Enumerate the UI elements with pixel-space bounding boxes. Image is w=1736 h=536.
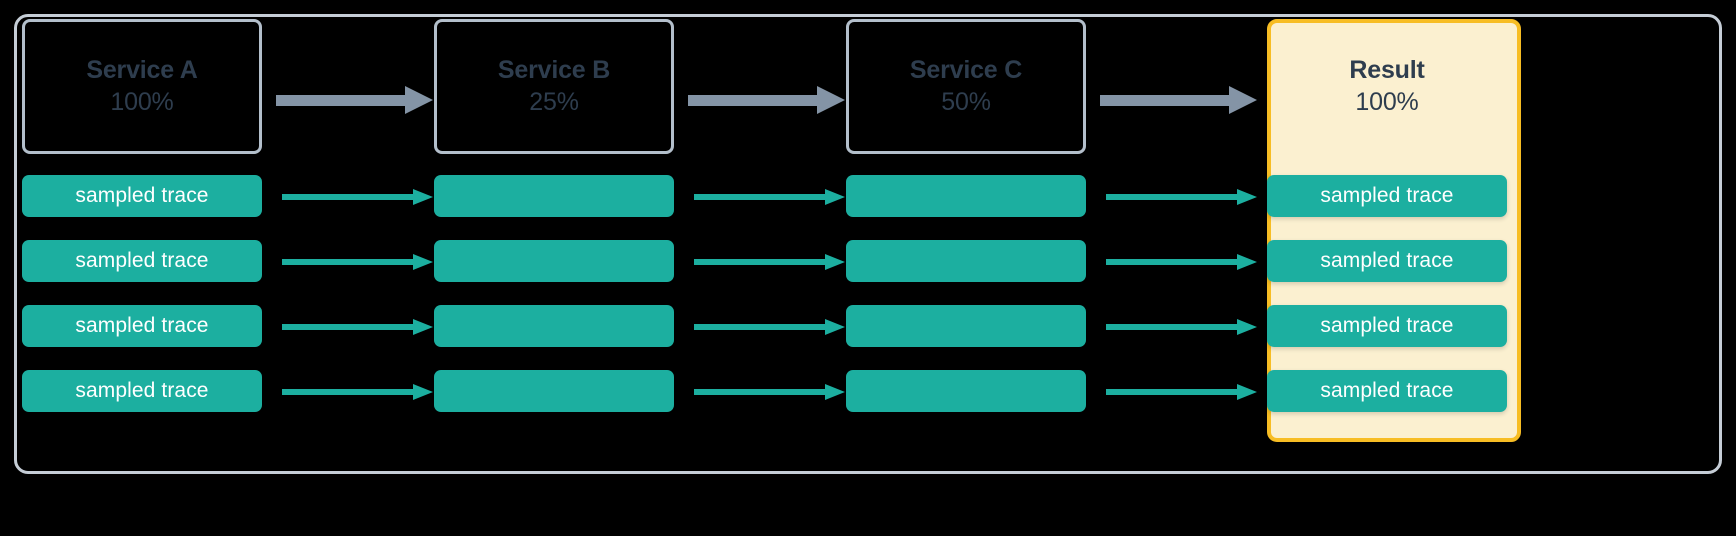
arrow-head bbox=[817, 86, 845, 114]
arrow-head bbox=[413, 189, 433, 205]
arrow-shaft bbox=[282, 259, 416, 265]
trace-row: sampled trace sampled trace bbox=[0, 175, 1736, 217]
service-percent-label: 50% bbox=[941, 87, 991, 116]
arrow-right-icon-trace bbox=[282, 319, 442, 335]
arrow-shaft bbox=[694, 194, 828, 200]
arrow-right-icon-service-c-to-result bbox=[1100, 86, 1260, 114]
trace-bar-label: sampled trace bbox=[1320, 314, 1454, 337]
arrow-shaft bbox=[1106, 259, 1240, 265]
arrow-right-icon-service-a-to-service-b bbox=[276, 86, 436, 114]
trace-bar-label: sampled trace bbox=[75, 249, 209, 272]
arrow-head bbox=[1237, 189, 1257, 205]
arrow-head bbox=[1229, 86, 1257, 114]
arrow-right-icon-trace bbox=[282, 384, 442, 400]
arrow-shaft bbox=[694, 259, 828, 265]
arrow-head bbox=[413, 384, 433, 400]
trace-bar-label: sampled trace bbox=[75, 184, 209, 207]
arrow-right-icon-trace bbox=[1106, 384, 1266, 400]
trace-row: sampled trace sampled trace bbox=[0, 370, 1736, 412]
trace-bar-service-b[interactable] bbox=[434, 240, 674, 282]
arrow-head bbox=[413, 254, 433, 270]
arrow-head bbox=[413, 319, 433, 335]
trace-bar-service-b[interactable] bbox=[434, 370, 674, 412]
service-box-service-b[interactable]: Service B 25% bbox=[434, 19, 674, 154]
trace-row: sampled trace sampled trace bbox=[0, 240, 1736, 282]
arrow-head bbox=[825, 319, 845, 335]
trace-bar-result[interactable]: sampled trace bbox=[1267, 240, 1507, 282]
result-name-label: Result bbox=[1349, 56, 1425, 85]
trace-bar-service-a[interactable]: sampled trace bbox=[22, 240, 262, 282]
arrow-right-icon-trace bbox=[1106, 254, 1266, 270]
arrow-shaft bbox=[1106, 194, 1240, 200]
service-box-service-a[interactable]: Service A 100% bbox=[22, 19, 262, 154]
trace-bar-service-c[interactable] bbox=[846, 305, 1086, 347]
arrow-head bbox=[1237, 384, 1257, 400]
trace-bar-label: sampled trace bbox=[1320, 379, 1454, 402]
arrow-head bbox=[825, 254, 845, 270]
arrow-shaft bbox=[1106, 389, 1240, 395]
arrow-shaft bbox=[694, 324, 828, 330]
service-name-label: Service A bbox=[86, 56, 198, 85]
trace-bar-service-c[interactable] bbox=[846, 175, 1086, 217]
trace-bar-result[interactable]: sampled trace bbox=[1267, 175, 1507, 217]
arrow-right-icon-trace bbox=[694, 319, 854, 335]
service-name-label: Service C bbox=[909, 56, 1023, 85]
arrow-head bbox=[825, 189, 845, 205]
arrow-right-icon-trace bbox=[694, 384, 854, 400]
service-percent-label: 25% bbox=[529, 87, 579, 116]
service-box-service-c[interactable]: Service C 50% bbox=[846, 19, 1086, 154]
trace-bar-result[interactable]: sampled trace bbox=[1267, 370, 1507, 412]
trace-bar-service-c[interactable] bbox=[846, 240, 1086, 282]
arrow-right-icon-trace bbox=[282, 254, 442, 270]
service-percent-label: 100% bbox=[110, 87, 174, 116]
arrow-shaft bbox=[1100, 95, 1232, 106]
arrow-head bbox=[1237, 319, 1257, 335]
arrow-shaft bbox=[282, 389, 416, 395]
trace-bar-service-a[interactable]: sampled trace bbox=[22, 305, 262, 347]
trace-row: sampled trace sampled trace bbox=[0, 305, 1736, 347]
arrow-right-icon-trace bbox=[1106, 319, 1266, 335]
trace-bar-service-a[interactable]: sampled trace bbox=[22, 175, 262, 217]
trace-bar-service-a[interactable]: sampled trace bbox=[22, 370, 262, 412]
trace-bar-service-b[interactable] bbox=[434, 175, 674, 217]
service-box-result[interactable]: Result 100% bbox=[1267, 19, 1507, 154]
trace-bar-label: sampled trace bbox=[75, 314, 209, 337]
arrow-head bbox=[1237, 254, 1257, 270]
arrow-shaft bbox=[282, 324, 416, 330]
trace-bar-label: sampled trace bbox=[75, 379, 209, 402]
arrow-right-icon-trace bbox=[694, 254, 854, 270]
arrow-right-icon-trace bbox=[1106, 189, 1266, 205]
arrow-right-icon-trace bbox=[694, 189, 854, 205]
trace-bar-service-b[interactable] bbox=[434, 305, 674, 347]
arrow-shaft bbox=[694, 389, 828, 395]
service-name-label: Service B bbox=[497, 56, 611, 85]
trace-bar-service-c[interactable] bbox=[846, 370, 1086, 412]
arrow-right-icon-service-b-to-service-c bbox=[688, 86, 848, 114]
arrow-shaft bbox=[276, 95, 408, 106]
trace-bar-result[interactable]: sampled trace bbox=[1267, 305, 1507, 347]
arrow-shaft bbox=[688, 95, 820, 106]
trace-bar-label: sampled trace bbox=[1320, 184, 1454, 207]
arrow-head bbox=[405, 86, 433, 114]
arrow-shaft bbox=[282, 194, 416, 200]
result-percent-label: 100% bbox=[1355, 87, 1419, 116]
trace-bar-label: sampled trace bbox=[1320, 249, 1454, 272]
arrow-head bbox=[825, 384, 845, 400]
arrow-right-icon-trace bbox=[282, 189, 442, 205]
arrow-shaft bbox=[1106, 324, 1240, 330]
